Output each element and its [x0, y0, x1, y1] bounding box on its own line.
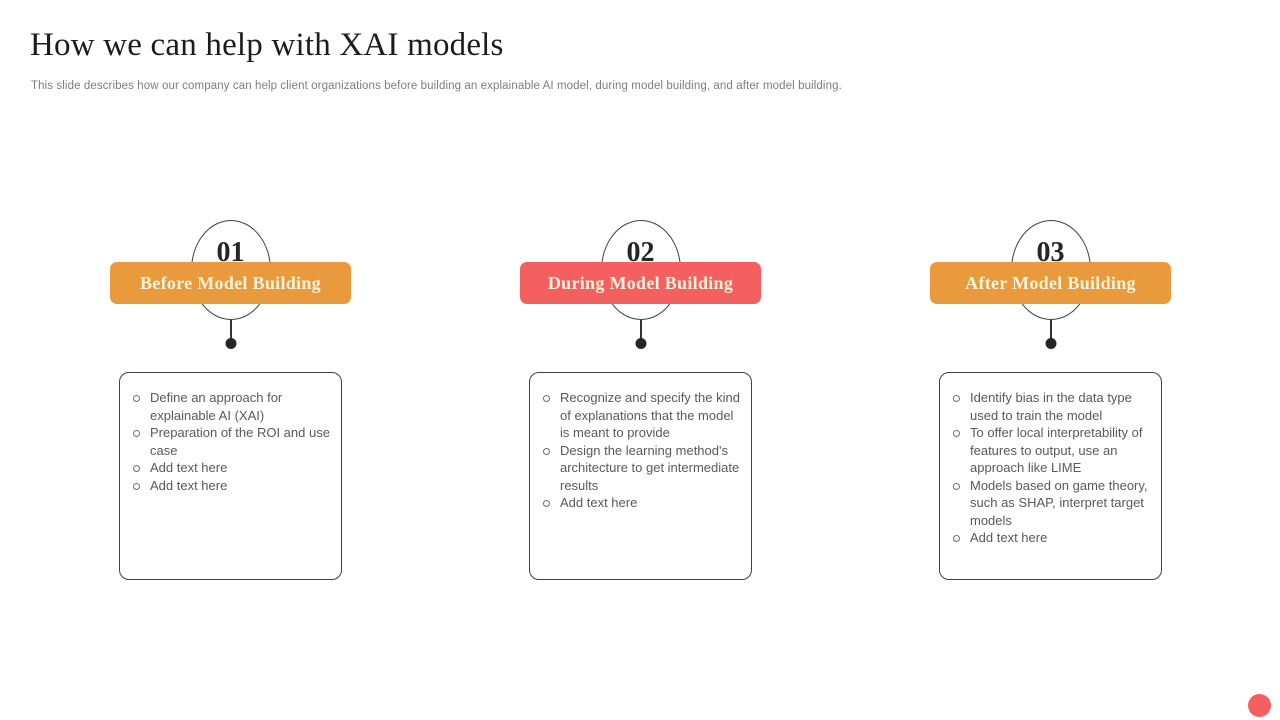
- connector-line: [639, 320, 642, 348]
- step-details-box: Identify bias in the data type used to t…: [939, 372, 1162, 580]
- list-item: Add text here: [535, 494, 743, 512]
- bullet-list: Recognize and specify the kind of explan…: [535, 389, 743, 512]
- connector-line: [229, 320, 232, 348]
- step-details-box: Define an approach for explainable AI (X…: [119, 372, 342, 580]
- step-column-before: 01 Before Model Building Define an appro…: [110, 210, 351, 582]
- list-item: Models based on game theory, such as SHA…: [945, 477, 1153, 530]
- list-item: To offer local interpretability of featu…: [945, 424, 1153, 477]
- step-header-bar: Before Model Building: [110, 262, 351, 304]
- bullet-list: Identify bias in the data type used to t…: [945, 389, 1153, 547]
- list-item: Preparation of the ROI and use case: [125, 424, 333, 459]
- step-header-label: Before Model Building: [140, 272, 321, 293]
- list-item: Identify bias in the data type used to t…: [945, 389, 1153, 424]
- list-item: Add text here: [945, 529, 1153, 547]
- step-header-label: During Model Building: [547, 272, 734, 293]
- list-item: Design the learning method's architectur…: [535, 442, 743, 495]
- connector-dot: [1045, 338, 1056, 349]
- step-column-after: 03 After Model Building Identify bias in…: [930, 210, 1171, 582]
- list-item: Add text here: [125, 477, 333, 495]
- step-header-label: After Model Building: [965, 272, 1136, 293]
- list-item: Define an approach for explainable AI (X…: [125, 389, 333, 424]
- bullet-list: Define an approach for explainable AI (X…: [125, 389, 333, 494]
- list-item: Add text here: [125, 459, 333, 477]
- page-title: How we can help with XAI models: [30, 27, 504, 63]
- list-item: Recognize and specify the kind of explan…: [535, 389, 743, 442]
- connector-line: [1049, 320, 1052, 348]
- step-header-bar: After Model Building: [930, 262, 1171, 304]
- step-header-bar: During Model Building: [520, 262, 761, 304]
- connector-dot: [635, 338, 646, 349]
- step-column-during: 02 During Model Building Recognize and s…: [520, 210, 761, 582]
- slide-subtitle: This slide describes how our company can…: [31, 80, 842, 92]
- step-details-box: Recognize and specify the kind of explan…: [529, 372, 752, 580]
- corner-accent-dot: [1248, 694, 1271, 717]
- connector-dot: [225, 338, 236, 349]
